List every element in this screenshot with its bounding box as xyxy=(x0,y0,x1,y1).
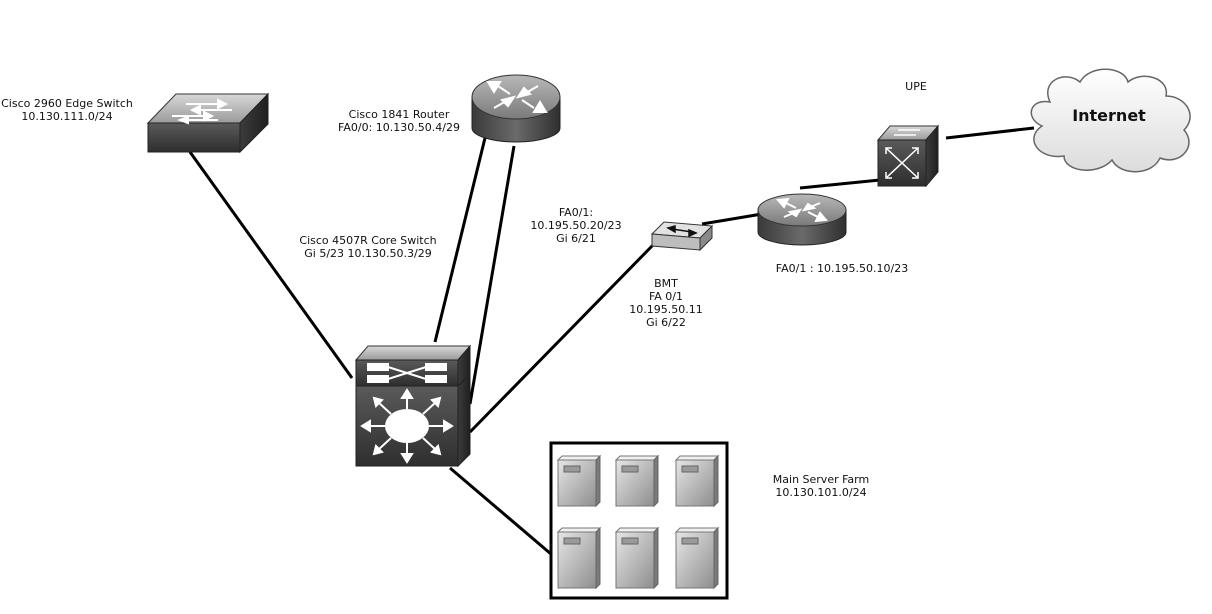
core-fa01-link-label: FA0/1: 10.195.50.20/23 Gi 6/21 xyxy=(524,206,628,245)
link-bmt-upe-router xyxy=(701,212,763,226)
link-core-bmt xyxy=(468,242,656,434)
link-upe-router-upe xyxy=(799,178,881,190)
link-router-core-b xyxy=(468,145,516,405)
multilayer-switch-icon[interactable] xyxy=(354,344,472,468)
link-core-server-farm xyxy=(449,466,559,562)
edge-switch-label: Cisco 2960 Edge Switch 10.130.111.0/24 xyxy=(0,97,134,123)
server-icon[interactable] xyxy=(614,454,660,508)
core-switch-label: Cisco 4507R Core Switch Gi 5/23 10.130.5… xyxy=(288,234,448,260)
link-fa01-ip: 10.195.50.20/23 xyxy=(530,219,622,232)
server-farm-label: Main Server Farm 10.130.101.0/24 xyxy=(760,473,882,499)
upe-router-iface: FA0/1 : 10.195.50.10/23 xyxy=(775,262,909,275)
link-edge-switch-core xyxy=(188,151,354,379)
core-switch-iface: Gi 5/23 10.130.50.3/29 xyxy=(304,247,432,260)
upe-name: UPE xyxy=(905,80,927,93)
bmt-iface: FA 0/1 xyxy=(648,290,684,303)
upe-label: UPE xyxy=(896,80,936,93)
server-icon[interactable] xyxy=(674,454,720,508)
bmt-ip: 10.195.50.11 xyxy=(629,303,703,316)
server-farm-name: Main Server Farm xyxy=(772,473,870,486)
link-upe-internet xyxy=(945,126,1035,140)
server-icon[interactable] xyxy=(674,526,720,590)
link-router-core-a xyxy=(433,137,487,343)
bmt-port: Gi 6/22 xyxy=(646,316,686,329)
core-switch-name: Cisco 4507R Core Switch xyxy=(299,234,437,247)
router-1841-label: Cisco 1841 Router FA0/0: 10.130.50.4/29 xyxy=(325,108,473,134)
router-1841-iface: FA0/0: 10.130.50.4/29 xyxy=(338,121,460,134)
internet-name: Internet xyxy=(1072,106,1146,125)
bmt-name: BMT xyxy=(654,277,678,290)
edge-switch-name: Cisco 2960 Edge Switch xyxy=(1,97,133,110)
cloud-icon[interactable] xyxy=(1030,68,1191,173)
server-farm-subnet: 10.130.101.0/24 xyxy=(775,486,867,499)
router-icon[interactable] xyxy=(471,74,561,143)
link-fa01-iface: FA0/1: xyxy=(558,206,594,219)
bmt-label: BMT FA 0/1 10.195.50.11 Gi 6/22 xyxy=(618,277,714,329)
server-icon[interactable] xyxy=(614,526,660,590)
server-icon[interactable] xyxy=(556,526,602,590)
internet-label: Internet xyxy=(1058,106,1160,125)
small-hub-icon[interactable] xyxy=(650,221,714,252)
server-icon[interactable] xyxy=(556,454,602,508)
connections xyxy=(188,126,1035,562)
link-fa01-port: Gi 6/21 xyxy=(556,232,596,245)
workgroup-switch-icon[interactable] xyxy=(146,92,270,154)
edge-switch-subnet: 10.130.111.0/24 xyxy=(21,110,113,123)
upe-router-label: FA0/1 : 10.195.50.10/23 xyxy=(764,262,920,275)
router-icon[interactable] xyxy=(757,193,847,246)
router-1841-name: Cisco 1841 Router xyxy=(348,108,450,121)
atm-switch-icon[interactable] xyxy=(876,124,940,188)
